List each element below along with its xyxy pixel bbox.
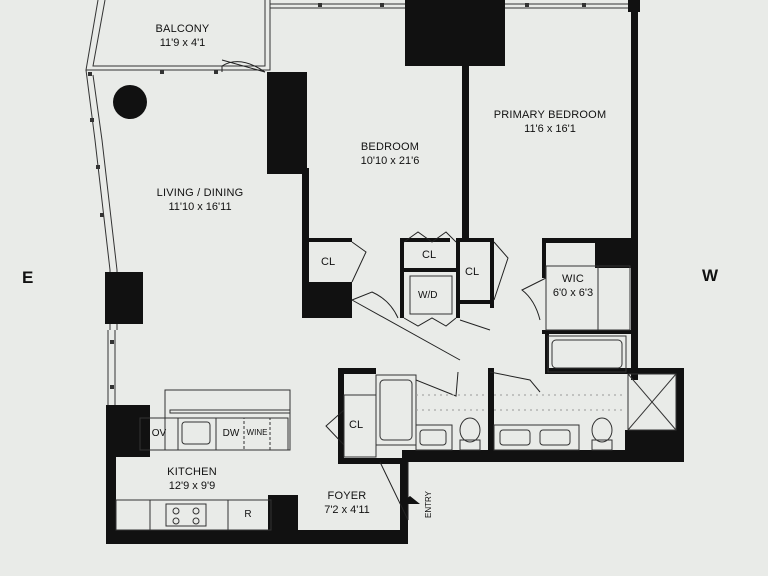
- room-name: LIVING / DINING: [156, 187, 244, 199]
- entry-arrow-icon: [400, 496, 420, 504]
- room-living-dining: LIVING / DINING 11'10 x 16'11: [145, 186, 255, 214]
- room-dims: 11'10 x 16'11: [168, 201, 232, 213]
- room-dims: 11'9 x 4'1: [159, 37, 206, 49]
- room-dims: 10'10 x 21'6: [360, 155, 420, 167]
- dishwasher-label: DW: [222, 428, 240, 439]
- room-name: BALCONY: [155, 23, 210, 35]
- room-wic: WIC 6'0 x 6'3: [548, 272, 598, 300]
- room-name: WIC: [562, 273, 584, 285]
- room-name: PRIMARY BEDROOM: [493, 109, 607, 121]
- closet-hall-top-label: CL: [422, 249, 437, 261]
- window-mullions: [88, 3, 586, 389]
- entry-label: ENTRY: [424, 491, 433, 518]
- room-kitchen: KITCHEN 12'9 x 9'9: [152, 465, 232, 493]
- wine-label: WINE: [246, 428, 268, 437]
- doors: [221, 59, 547, 521]
- room-name: BEDROOM: [360, 141, 420, 153]
- room-dims: 6'0 x 6'3: [552, 287, 594, 299]
- compass-west: W: [702, 266, 719, 285]
- room-dims: 7'2 x 4'11: [324, 504, 370, 516]
- room-bedroom: BEDROOM 10'10 x 21'6: [345, 140, 435, 168]
- round-column: [113, 85, 147, 119]
- closet-bedroom-label: CL: [321, 256, 336, 268]
- room-name: FOYER: [327, 490, 367, 502]
- room-balcony: BALCONY 11'9 x 4'1: [145, 22, 220, 50]
- room-foyer: FOYER 7'2 x 4'11: [312, 489, 382, 517]
- walls: [105, 0, 684, 544]
- room-dims: 11'6 x 16'1: [524, 123, 576, 135]
- room-dims: 12'9 x 9'9: [168, 480, 216, 492]
- closet-hall-right-label: CL: [465, 266, 480, 278]
- interior-lines: [115, 265, 677, 531]
- closet-foyer-label: CL: [349, 419, 364, 431]
- refrigerator-label: R: [244, 509, 252, 520]
- room-primary-bedroom: PRIMARY BEDROOM 11'6 x 16'1: [485, 108, 615, 136]
- room-name: KITCHEN: [167, 466, 217, 478]
- washer-dryer-label: W/D: [418, 290, 438, 301]
- oven-label: OV: [151, 428, 167, 439]
- compass-east: E: [22, 268, 34, 287]
